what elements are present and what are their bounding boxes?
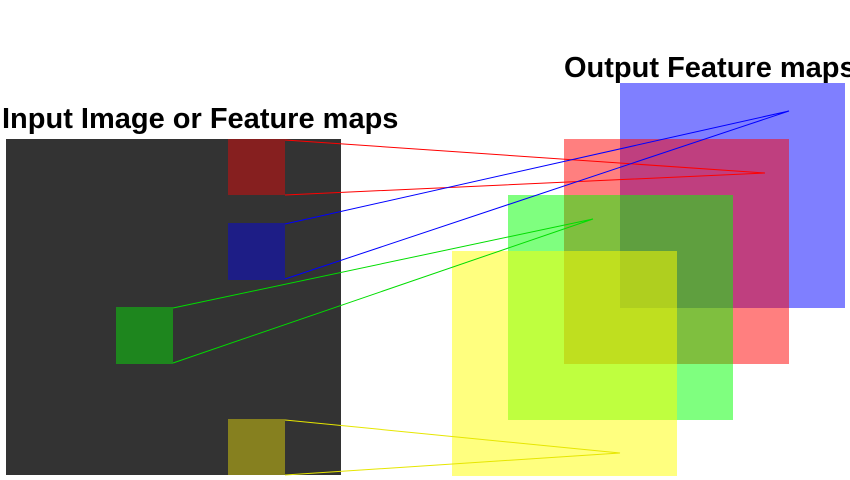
input-image bbox=[6, 139, 341, 475]
input-label: Input Image or Feature maps bbox=[2, 103, 398, 135]
output-label: Output Feature maps bbox=[564, 52, 850, 84]
blue-patch bbox=[228, 223, 285, 280]
green-patch bbox=[116, 307, 173, 364]
yellow-patch bbox=[228, 419, 285, 475]
yellow-projection-lines bbox=[284, 419, 621, 476]
green-projection-lines bbox=[172, 218, 594, 364]
red-patch bbox=[228, 139, 285, 195]
output-map-yellow bbox=[452, 251, 677, 476]
blue-projection-lines bbox=[284, 110, 790, 280]
